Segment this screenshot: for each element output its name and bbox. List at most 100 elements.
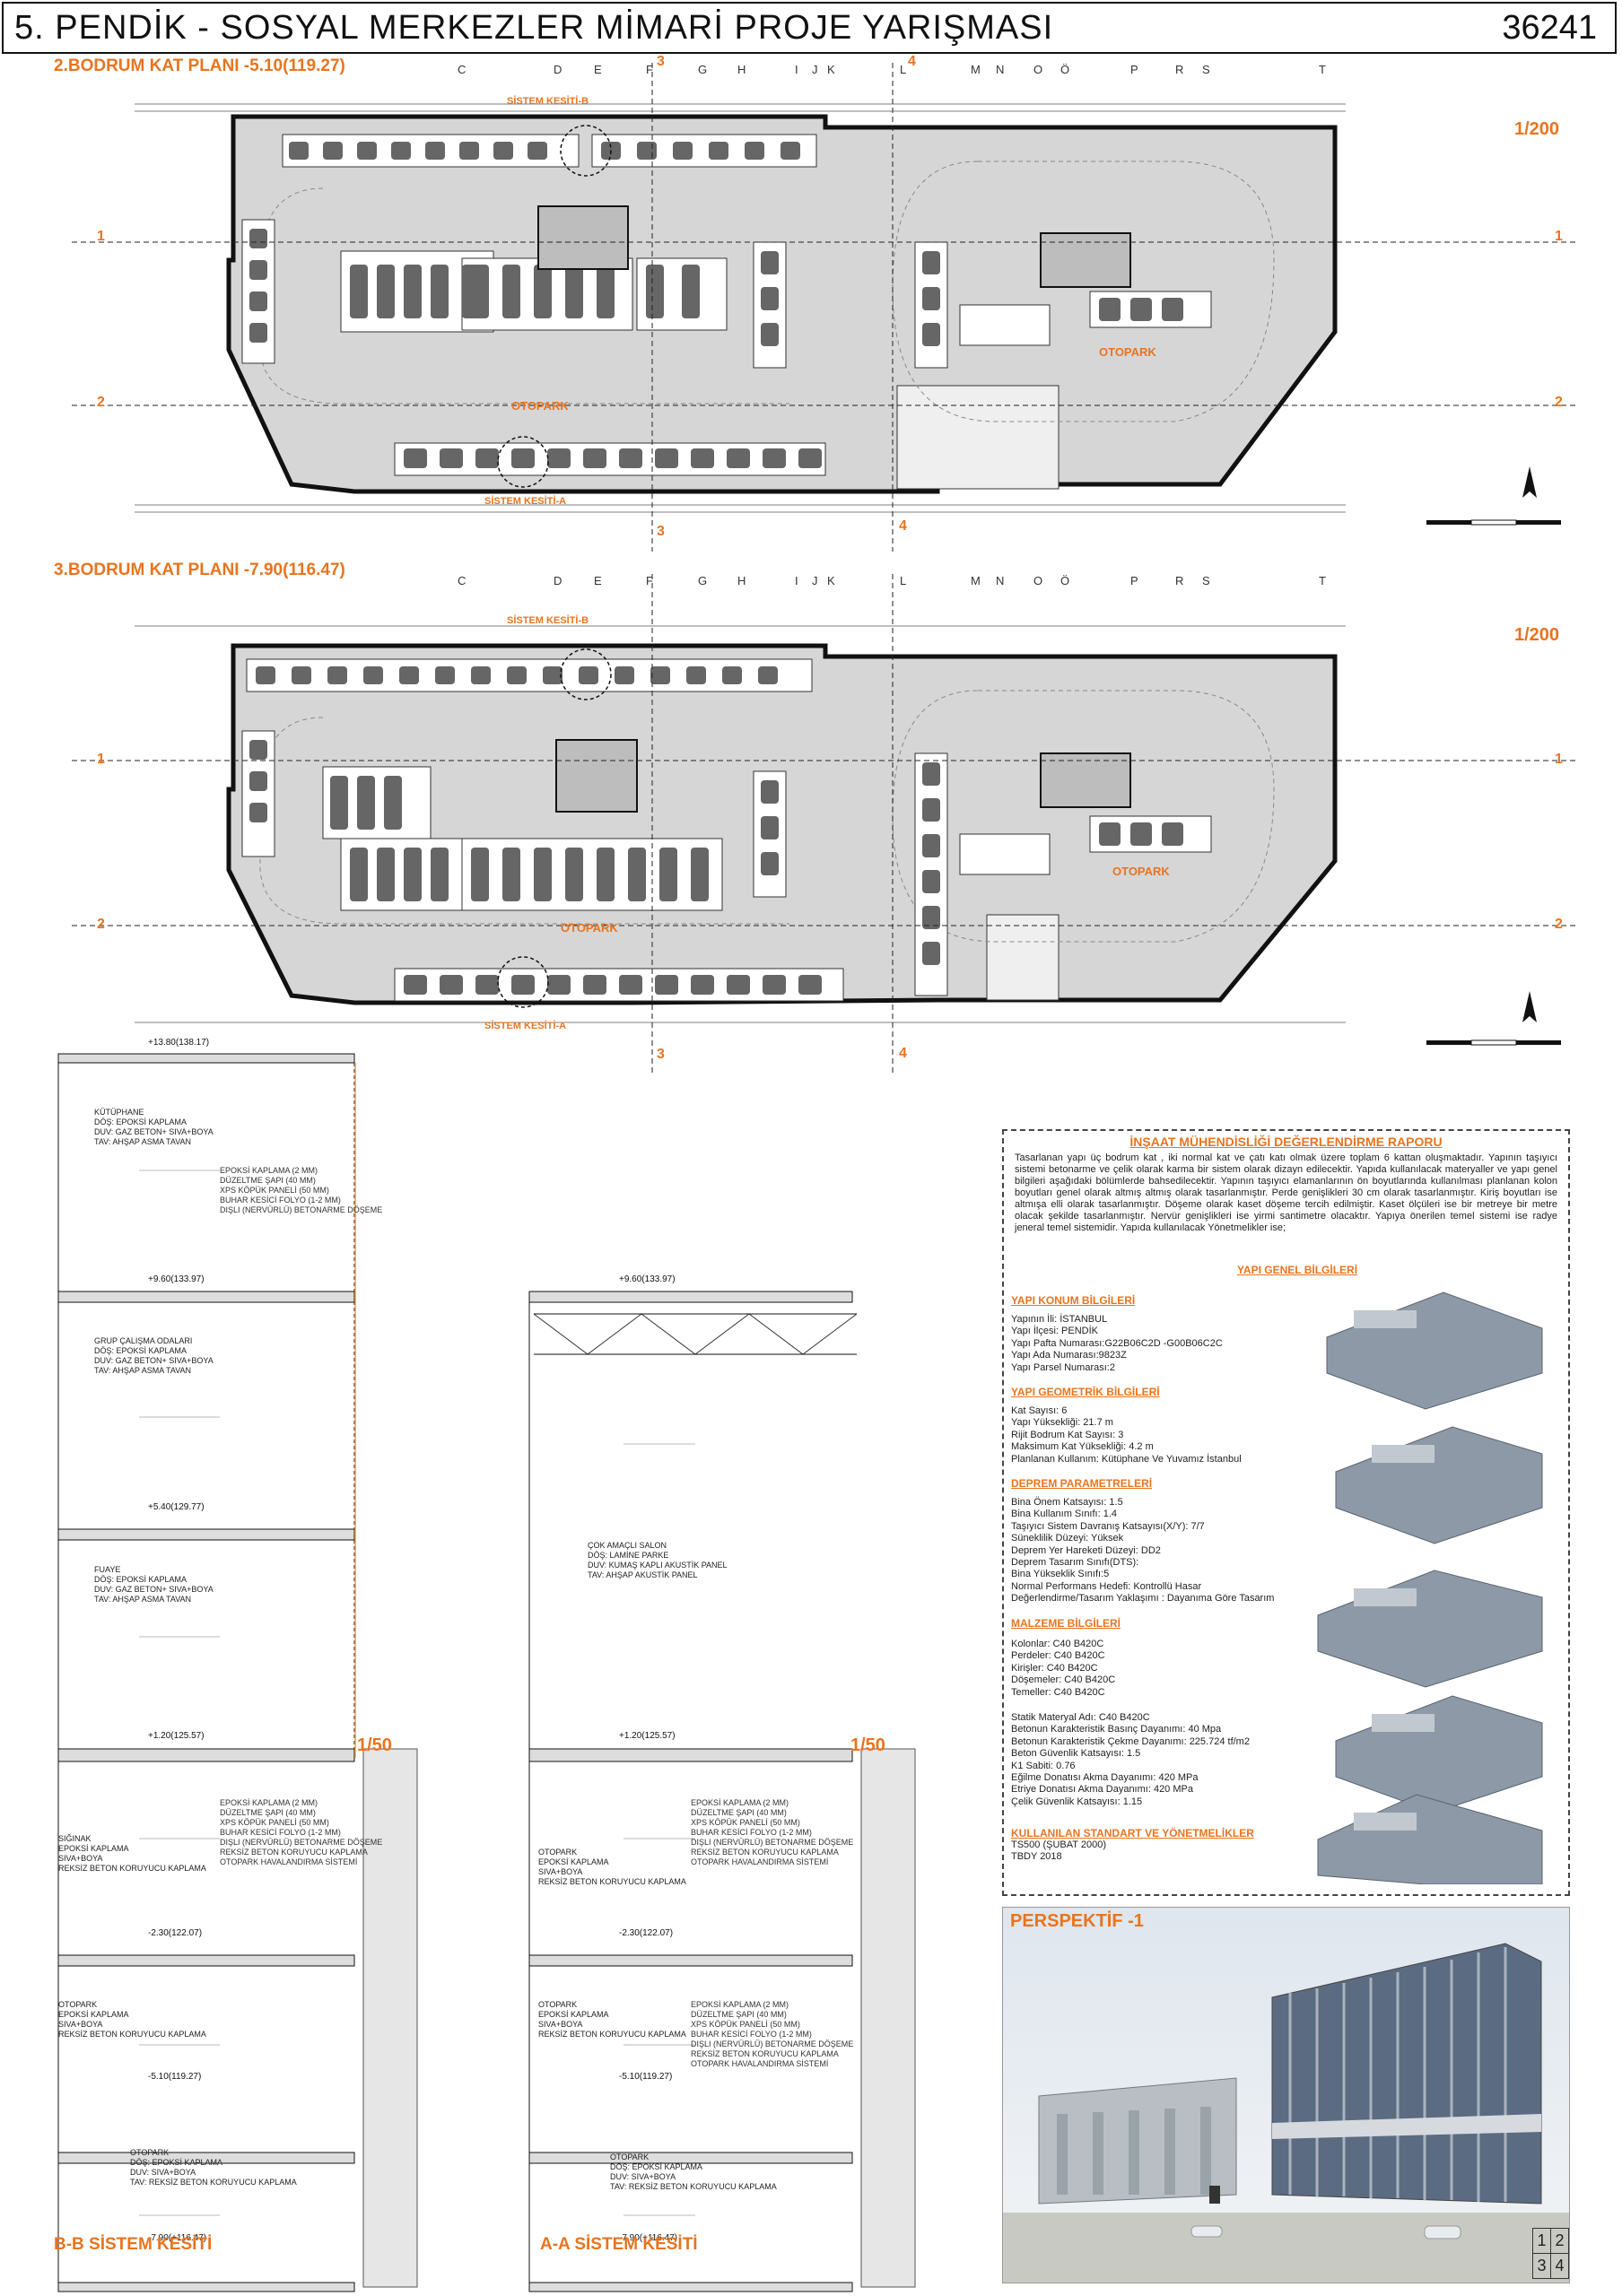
layer-notes-bb-2: EPOKSİ KAPLAMA (2 MM)DÜZELTME ŞAPI (40 M…	[220, 1798, 383, 1866]
svg-text:C: C	[458, 574, 466, 587]
axis-mark-2-plan2: 2	[97, 917, 105, 932]
page-index-2[interactable]: 2	[1550, 2228, 1569, 2254]
elev-510: -5.10(119.27)	[148, 2072, 202, 2082]
svg-text:D: D	[554, 63, 562, 76]
svg-text:F: F	[646, 63, 653, 76]
svg-text:K: K	[827, 574, 835, 587]
layer-notes-aa-1: EPOKSİ KAPLAMA (2 MM)DÜZELTME ŞAPI (40 M…	[691, 1798, 854, 1866]
svg-text:D: D	[554, 574, 562, 587]
plan-1-title: 2.BODRUM KAT PLANI -5.10(119.27)	[54, 57, 345, 75]
svg-text:O: O	[1033, 574, 1042, 587]
axis-mark-4-plan2: 4	[899, 1046, 907, 1061]
plan-2-section-a: SİSTEM KESİTİ-A	[484, 1021, 567, 1031]
plan-1-parking-label-a: OTOPARK	[1099, 345, 1156, 359]
axis-mark-1r-plan2: 1	[1555, 752, 1563, 767]
svg-text:H: H	[737, 574, 746, 587]
svg-text:J: J	[812, 63, 818, 76]
layer-notes-aa-2: EPOKSİ KAPLAMA (2 MM)DÜZELTME ŞAPI (40 M…	[691, 2000, 854, 2068]
plan-2-scale: 1/200	[1514, 625, 1560, 645]
svg-text:P: P	[1130, 63, 1138, 76]
axis-mark-4b-plan1: 4	[899, 518, 907, 534]
svg-text:Ö: Ö	[1060, 63, 1069, 76]
plan-1-scale: 1/200	[1514, 119, 1560, 139]
svg-text:J: J	[812, 574, 818, 587]
svg-text:H: H	[737, 63, 746, 76]
elev-1380: +13.80(138.17)	[148, 1038, 210, 1048]
report-seismic-title: DEPREM PARAMETRELERİ	[1011, 1477, 1153, 1490]
axis-mark-2r-plan1: 2	[1555, 395, 1563, 410]
elev-790: -7.90(+116.47)	[148, 2233, 207, 2243]
svg-text:G: G	[698, 63, 707, 76]
page-index-1[interactable]: 1	[1532, 2228, 1551, 2254]
svg-text:F: F	[646, 574, 653, 587]
bb-section-title: B-B SİSTEM KESİTİ	[54, 2235, 213, 2254]
svg-text:T: T	[1319, 63, 1326, 76]
plan-1-section-b: SİSTEM KESİTİ-B	[507, 96, 589, 107]
sections-drawing	[57, 1053, 916, 2292]
svg-text:E: E	[594, 63, 602, 76]
svg-text:T: T	[1319, 574, 1326, 587]
bb-scale: 1/50	[357, 1735, 392, 1755]
plan-2-title: 3.BODRUM KAT PLANI -7.90(116.47)	[54, 561, 345, 579]
elev-230-aa: -2.30(122.07)	[619, 1928, 674, 1938]
page-index-4[interactable]: 4	[1550, 2253, 1569, 2279]
aa-section-title: A-A SİSTEM KESİTİ	[540, 2235, 698, 2254]
elev-230: -2.30(122.07)	[148, 1928, 203, 1938]
axis-mark-1r-plan1: 1	[1555, 229, 1563, 244]
axis-mark-4-plan1: 4	[908, 54, 916, 69]
aa-scale: 1/50	[850, 1735, 885, 1755]
elev-960: +9.60(133.97)	[148, 1274, 205, 1284]
svg-text:N: N	[996, 574, 1004, 587]
perspective-render	[1003, 1908, 1569, 2283]
sheet-number: 36241	[1502, 9, 1597, 47]
title-bar: 5. PENDİK - SOSYAL MERKEZLER MİMARİ PROJ…	[2, 2, 1617, 54]
sheet-title: 5. PENDİK - SOSYAL MERKEZLER MİMARİ PROJ…	[14, 9, 1054, 47]
svg-text:I: I	[795, 63, 798, 76]
svg-text:I: I	[795, 574, 798, 587]
page-index-3[interactable]: 3	[1532, 2253, 1551, 2279]
engineering-report: İNŞAAT MÜHENDİSLİĞİ DEĞERLENDİRME RAPORU…	[1002, 1129, 1570, 1896]
elev-510-aa: -5.10(119.27)	[619, 2072, 673, 2082]
plan-2-parking-label-a: OTOPARK	[1112, 865, 1170, 878]
svg-text:M: M	[971, 574, 981, 587]
plan-1-parking-label-b: OTOPARK	[511, 399, 569, 413]
svg-text:S: S	[1202, 574, 1210, 587]
axis-mark-3-plan2: 3	[657, 1047, 665, 1062]
report-standards-title: KULLANILAN STANDART VE YÖNETMELİKLER	[1011, 1827, 1254, 1839]
axis-mark-1-plan2: 1	[97, 752, 105, 767]
svg-text:M: M	[971, 63, 981, 76]
page-index: 1 2 3 4	[1532, 2228, 1569, 2279]
structural-model-renders	[1317, 1292, 1543, 1884]
svg-text:C: C	[458, 63, 466, 76]
plan-1-section-a: SİSTEM KESİTİ-A	[484, 496, 567, 507]
svg-text:R: R	[1175, 574, 1183, 587]
perspective-title: PERSPEKTİF -1	[1010, 1911, 1144, 1931]
svg-text:L: L	[900, 63, 906, 76]
axis-mark-1-plan1: 1	[97, 229, 105, 244]
elev-960-aa: +9.60(133.97)	[619, 1274, 676, 1284]
plan-2-parking-label-b: OTOPARK	[561, 921, 618, 935]
report-standards-list: TS500 (ŞUBAT 2000)TBDY 2018	[1011, 1839, 1106, 1863]
report-title: İNŞAAT MÜHENDİSLİĞİ DEĞERLENDİRME RAPORU	[1129, 1135, 1443, 1149]
axis-mark-3b-plan1: 3	[657, 524, 665, 539]
svg-text:R: R	[1175, 63, 1183, 76]
svg-text:L: L	[900, 574, 906, 587]
svg-text:N: N	[996, 63, 1004, 76]
elev-540: +5.40(129.77)	[148, 1502, 205, 1512]
perspective-panel: PERSPEKTİF -1	[1002, 1907, 1570, 2283]
svg-text:K: K	[827, 63, 835, 76]
svg-text:O: O	[1033, 63, 1042, 76]
report-location-title: YAPI KONUM BİLGİLERİ	[1011, 1294, 1136, 1307]
elev-120-aa: +1.20(125.57)	[619, 1731, 676, 1741]
